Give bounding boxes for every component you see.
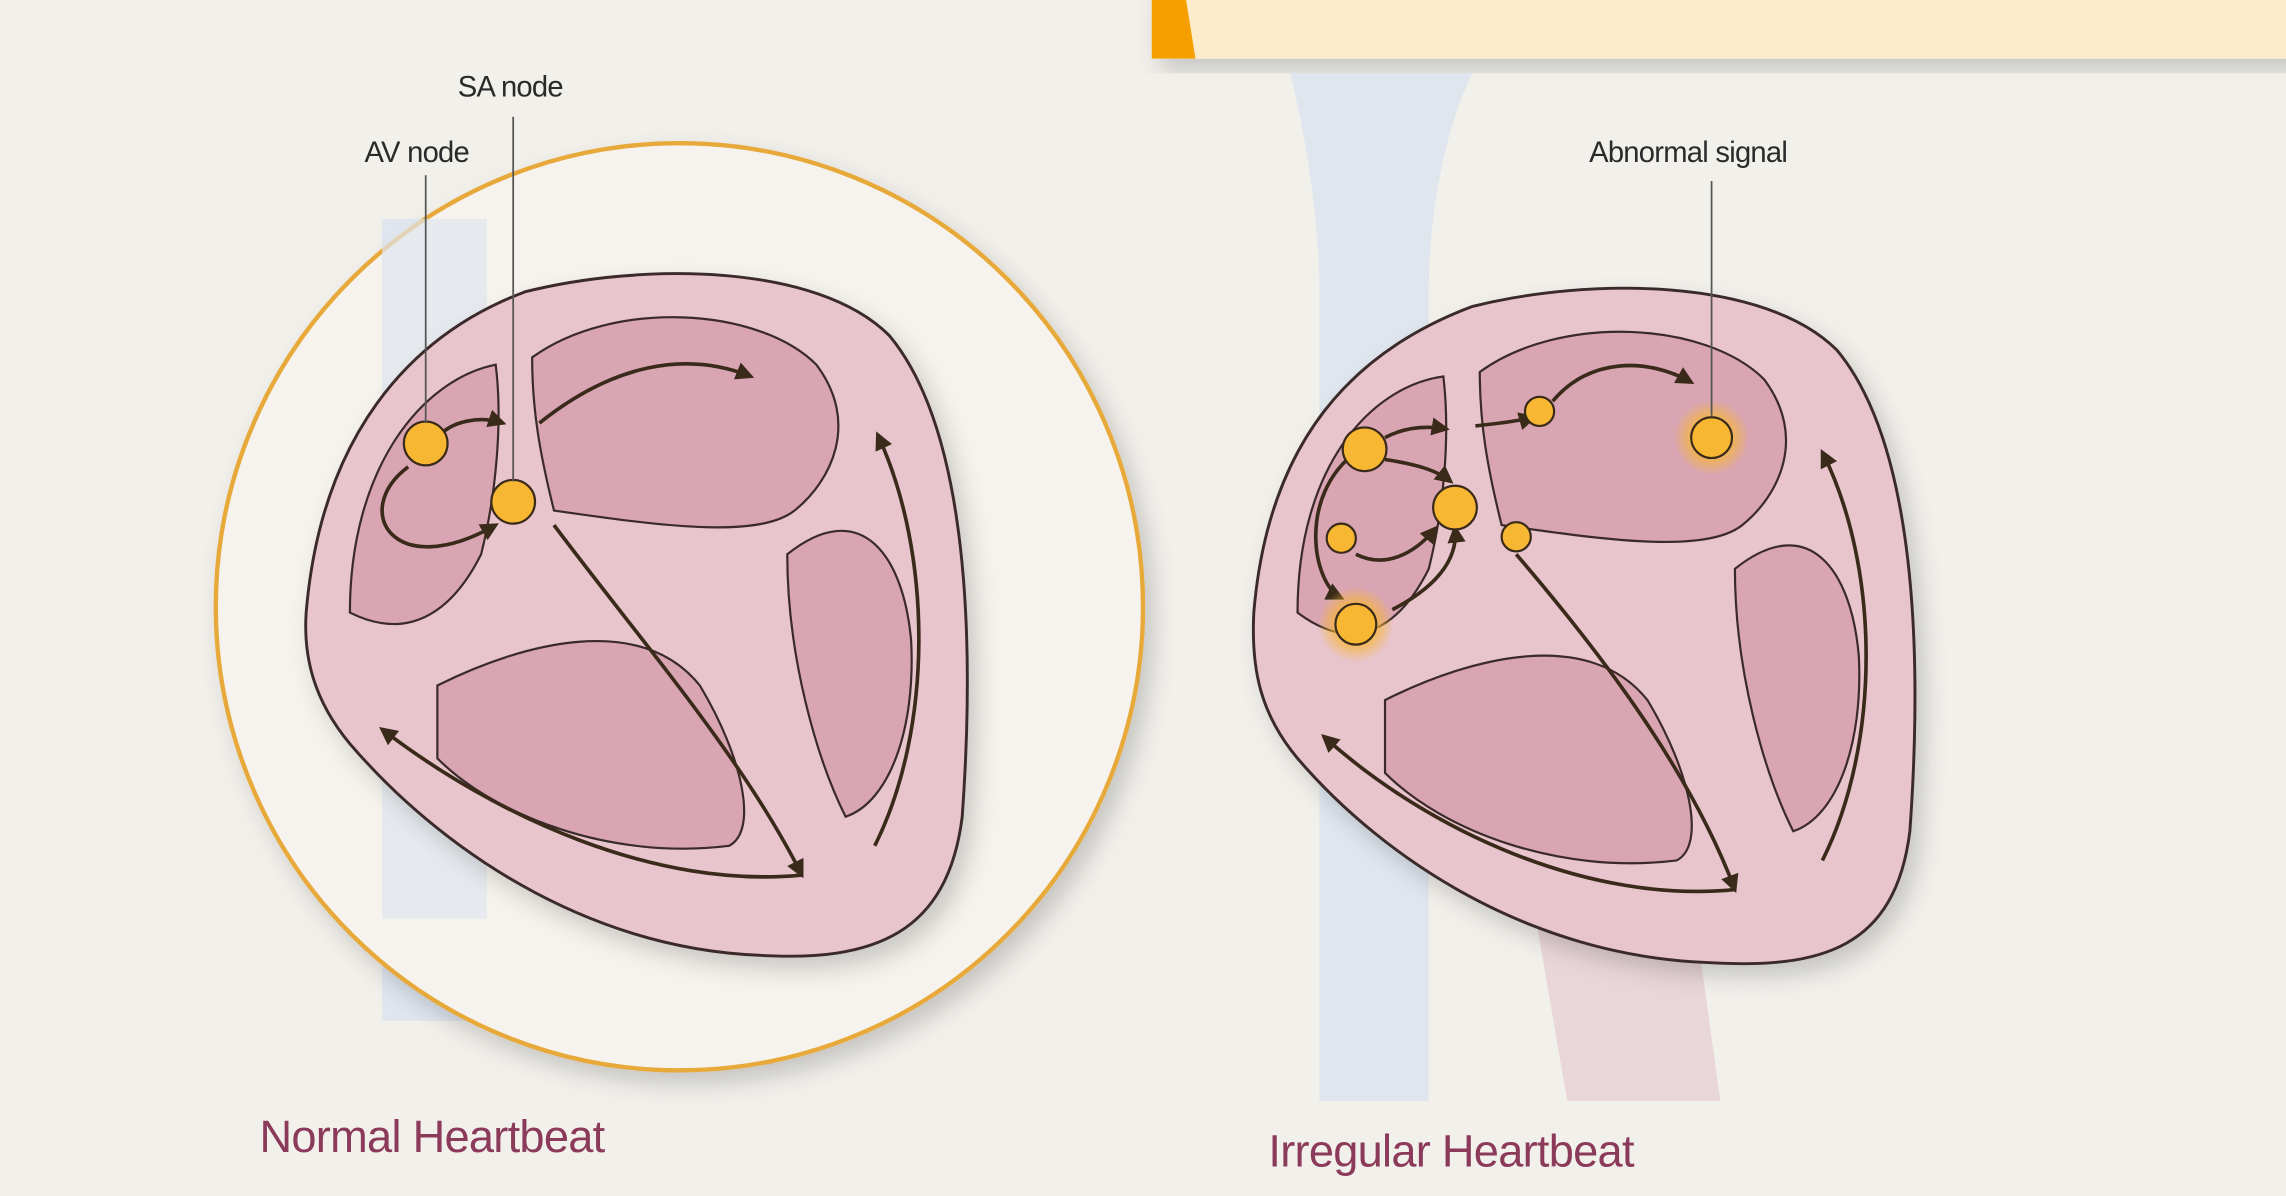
irregular-heartbeat-caption: Irregular Heartbeat — [1268, 1126, 1635, 1177]
signal-marker — [1500, 521, 1532, 553]
sa-node-label: SA node — [458, 71, 563, 103]
av-node-label: AV node — [364, 137, 469, 169]
abnormal-signal-label: Abnormal signal — [1589, 137, 1787, 169]
normal-heart-illustration — [213, 116, 1146, 1073]
signal-marker — [1523, 395, 1556, 428]
sa-node-marker — [490, 478, 537, 525]
abnormal-signal-marker — [1690, 416, 1734, 460]
normal-heartbeat-caption: Normal Heartbeat — [260, 1111, 606, 1162]
signal-marker — [1432, 484, 1478, 531]
irregular-heart-illustration — [1251, 73, 1917, 1101]
av-node-marker — [402, 420, 449, 467]
signal-marker — [1325, 522, 1357, 554]
top-banner — [1151, 0, 2286, 59]
signal-marker — [1341, 426, 1388, 473]
signal-marker — [1334, 602, 1378, 646]
